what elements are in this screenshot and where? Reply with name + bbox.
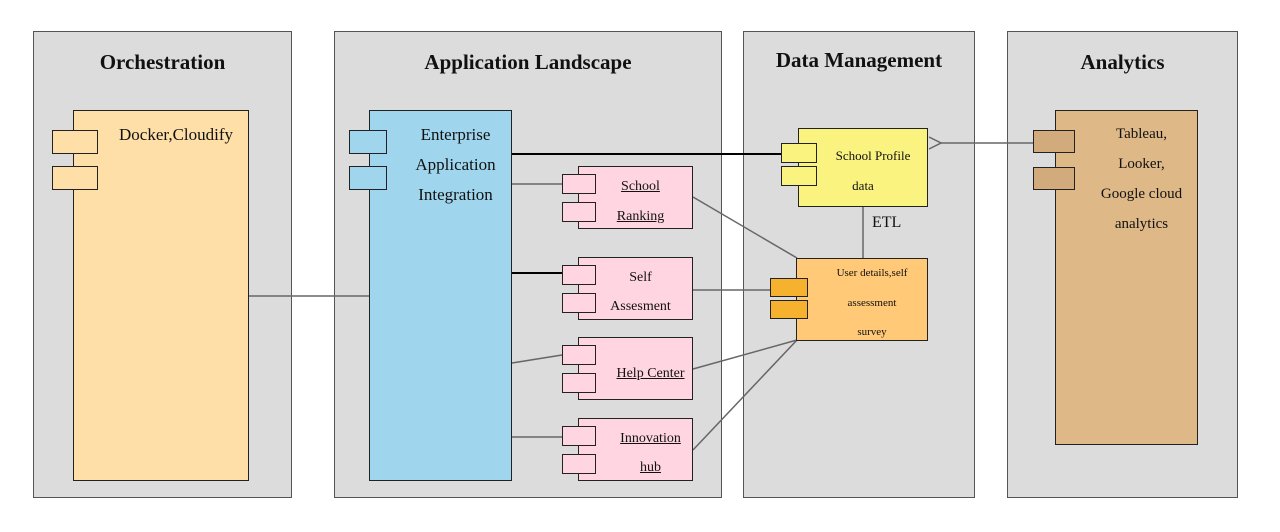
school-profile-label-line-2: data: [852, 178, 874, 193]
docker-cloudify-component[interactable]: Docker,Cloudify: [73, 110, 249, 481]
component-tab-icon: [562, 373, 596, 393]
component-tab-icon: [1033, 167, 1075, 190]
user-details-component[interactable]: User details,self assessment survey: [796, 258, 928, 341]
eai-label-line-1: Enterprise: [420, 125, 491, 144]
self-assessment-component[interactable]: Self Assesment: [578, 257, 693, 320]
component-tab-icon: [349, 130, 387, 154]
user-details-label-line-2: assessment: [847, 297, 897, 309]
analytics-label-line-4: analytics: [1114, 216, 1169, 232]
self-assessment-label-line-1: Self: [629, 270, 652, 285]
component-tab-icon: [562, 202, 596, 222]
component-tab-icon: [52, 130, 98, 154]
data-management-title: Data Management: [775, 48, 943, 72]
school-ranking-component[interactable]: School Ranking: [578, 166, 693, 229]
eai-label-line-2: Application: [415, 155, 496, 174]
component-tab-icon: [562, 293, 596, 313]
innovation-hub-component[interactable]: Innovation hub: [578, 418, 693, 481]
user-details-label-line-3: survey: [857, 326, 887, 338]
component-tab-icon: [1033, 130, 1075, 153]
docker-cloudify-label: Docker,Cloudify: [119, 125, 234, 144]
help-center-label: Help Center: [616, 366, 685, 381]
eai-label-line-3: Integration: [418, 185, 493, 204]
school-profile-label-line-1: School Profile: [835, 148, 911, 163]
analytics-label-line-1: Tableau,: [1115, 126, 1167, 142]
component-tab-icon: [52, 166, 98, 190]
innovation-hub-label-line-1: Innovation: [620, 431, 681, 446]
component-tab-icon: [770, 278, 808, 297]
component-tab-icon: [781, 143, 817, 163]
analytics-title: Analytics: [1080, 50, 1165, 74]
help-center-component[interactable]: Help Center: [578, 337, 693, 400]
analytics-tools-component[interactable]: Tableau, Looker, Google cloud analytics: [1055, 110, 1198, 445]
component-tab-icon: [349, 166, 387, 190]
application-landscape-title: Application Landscape: [424, 50, 632, 74]
analytics-label-line-3: Google cloud: [1100, 186, 1183, 202]
component-tab-icon: [562, 345, 596, 365]
enterprise-application-integration-component[interactable]: Enterprise Application Integration: [369, 110, 512, 481]
self-assessment-label-line-2: Assesment: [610, 299, 671, 314]
school-ranking-label-line-1: School: [621, 179, 660, 194]
innovation-hub-label-line-2: hub: [640, 460, 661, 475]
component-tab-icon: [562, 454, 596, 474]
etl-label: ETL: [872, 214, 902, 231]
component-tab-icon: [781, 166, 817, 186]
component-tab-icon: [562, 426, 596, 446]
analytics-label-line-2: Looker,: [1118, 156, 1165, 172]
component-tab-icon: [770, 300, 808, 319]
component-tab-icon: [562, 174, 596, 194]
school-profile-data-component[interactable]: School Profile data: [798, 128, 928, 207]
orchestration-title: Orchestration: [99, 50, 226, 74]
component-tab-icon: [562, 265, 596, 285]
user-details-label-line-1: User details,self: [836, 267, 908, 279]
school-ranking-label-line-2: Ranking: [616, 209, 665, 224]
